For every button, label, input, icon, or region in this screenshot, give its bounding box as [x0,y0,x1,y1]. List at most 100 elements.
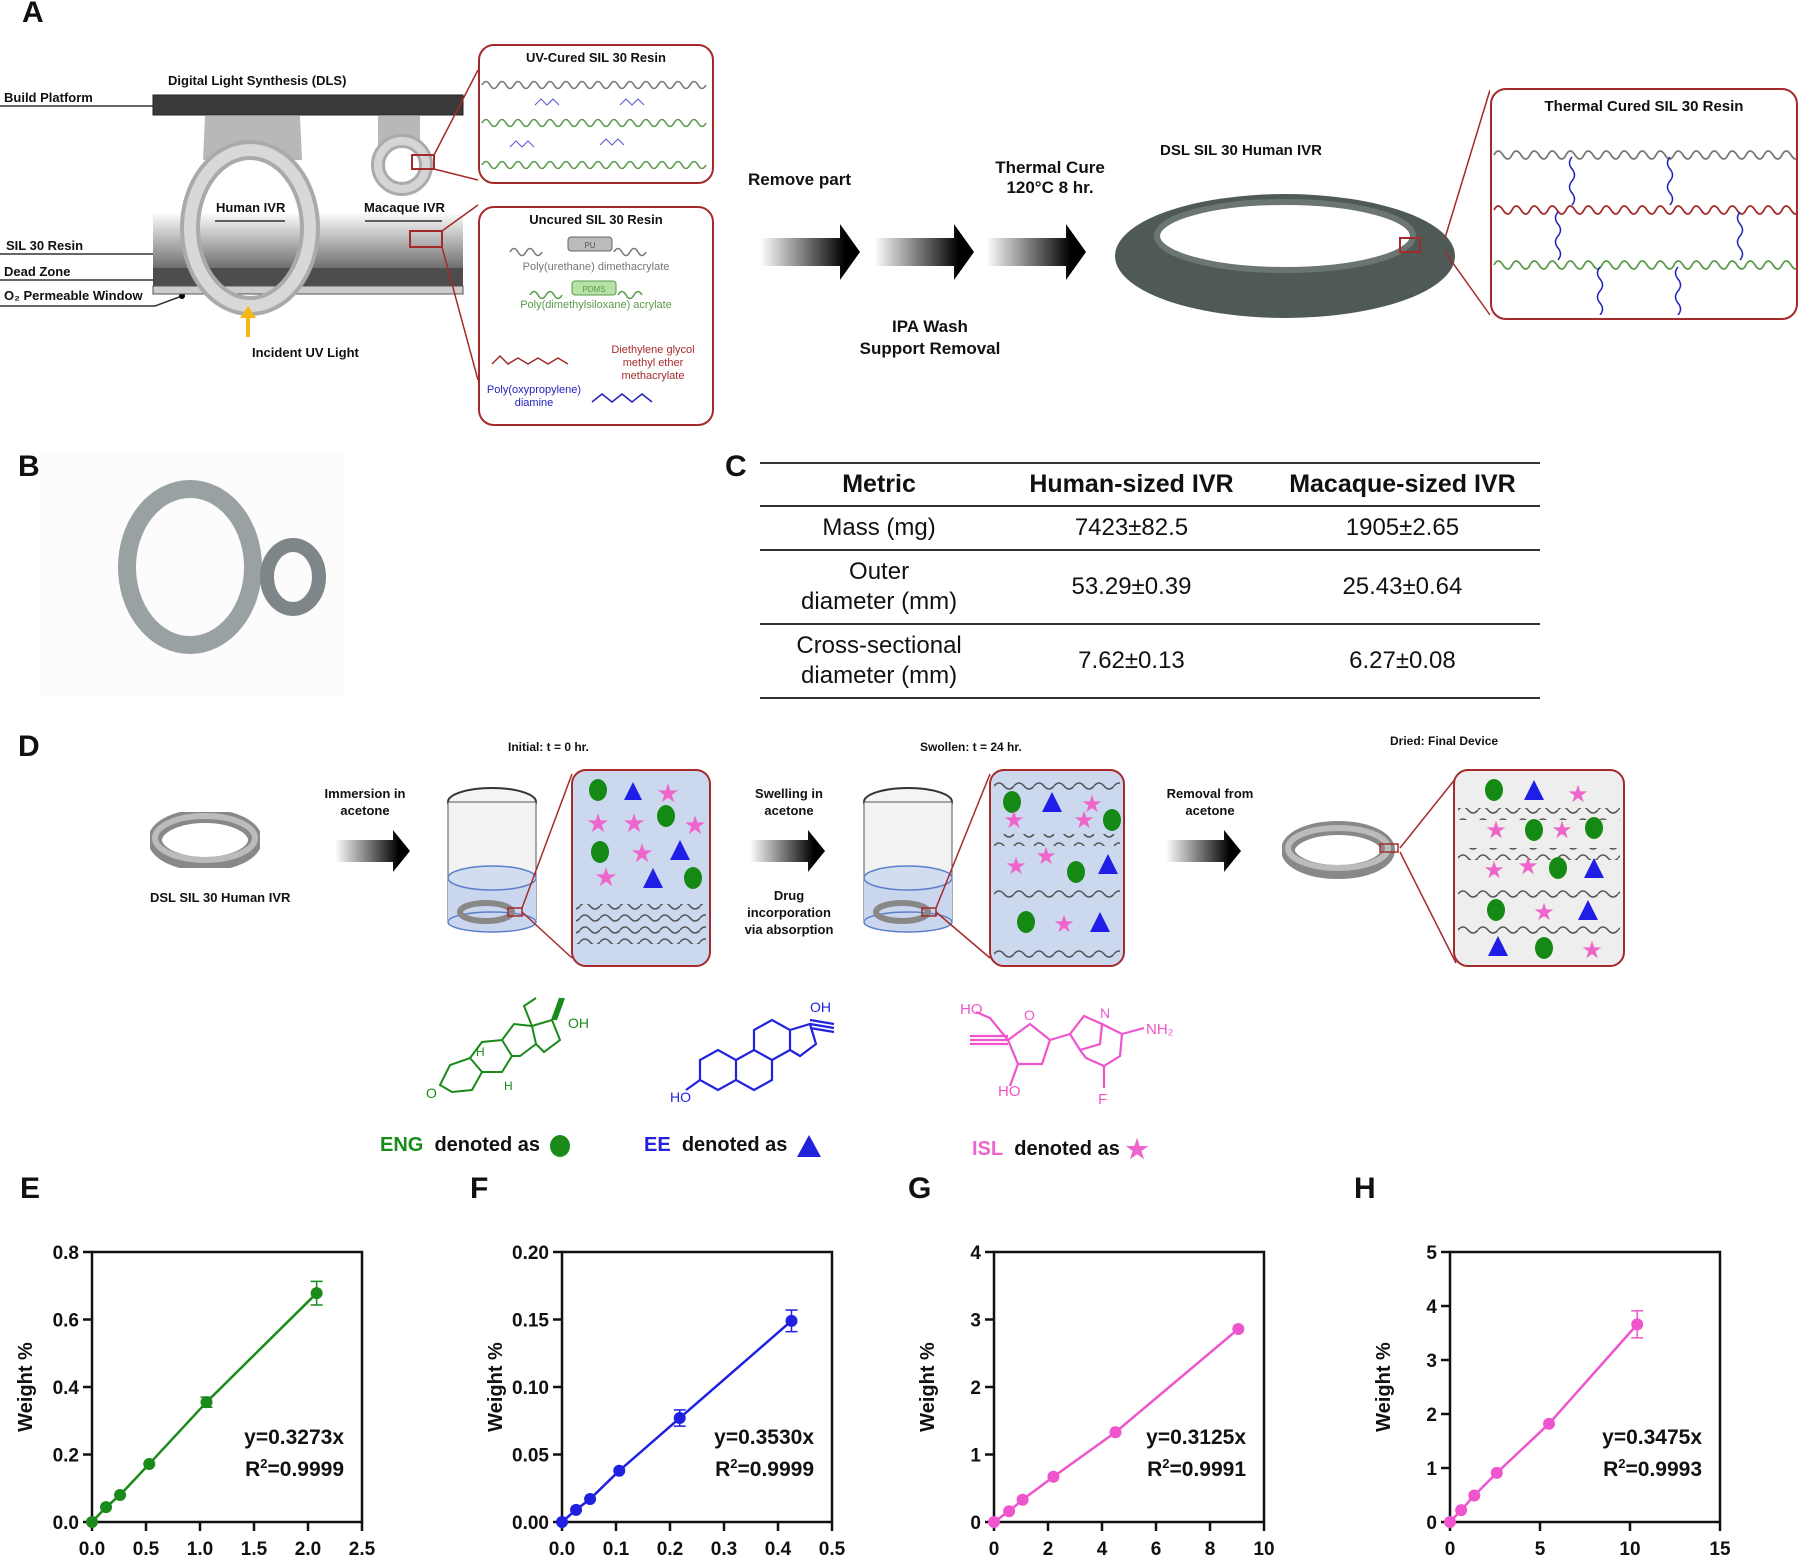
panel-e-label: E [20,1172,41,1205]
x-tick-label: 5 [1535,1539,1546,1560]
table-row: Cross-sectional diameter (mm) 7.62±0.13 … [760,624,1540,699]
data-point [200,1396,213,1409]
data-point [1109,1426,1122,1439]
step-swelling-line2: acetone [764,802,814,818]
y-tick-label: 0.20 [512,1243,549,1264]
svg-text:★: ★ [1003,807,1025,834]
data-point [1631,1318,1644,1331]
data-point [570,1503,583,1516]
x-tick-label: 0.4 [765,1539,792,1560]
cell-macaque: 25.43±0.64 [1264,550,1540,625]
y-tick-label: 0.6 [53,1311,79,1332]
svg-text:★: ★ [1483,857,1505,884]
arrow-icon [986,224,1086,280]
plot-frame [1448,1250,1722,1524]
step-removal: Removal from acetone [1160,786,1260,820]
fit-equation: y=0.3530x [714,1426,814,1449]
chem-ho: HO [998,1083,1021,1100]
x-tick-label: 0.5 [819,1539,846,1560]
chart-g-isl: 012340246810ISL Concentration (mg/mL)Wei… [917,1243,1275,1560]
r-squared: R2=0.9999 [245,1456,344,1481]
arrow-icon [1166,830,1241,872]
svg-text:★: ★ [1567,781,1589,808]
macaque-ivr-label: Macaque IVR [364,200,445,215]
y-tick-label: 0 [1426,1513,1437,1534]
data-point [86,1516,98,1528]
step-swelling: Swelling in acetone [744,786,834,820]
header-metric: Metric [760,462,999,507]
data-point [1003,1505,1016,1518]
ivr-photo-b [40,452,345,697]
x-tick-label: 2.0 [295,1539,321,1560]
panel-g-label: G [908,1172,932,1205]
inset-connector [1444,89,1490,316]
plot-frame [560,1250,834,1524]
y-tick-label: 3 [970,1311,981,1332]
step-drug-incorporation: Drug incorporation via absorption [736,888,842,939]
data-point [988,1516,1000,1528]
thermal-cured-title: Thermal Cured SIL 30 Resin [1544,98,1744,115]
arrow-icon [335,830,410,872]
jar-swollen [863,787,953,933]
uncured-title: Uncured SIL 30 Resin [529,212,663,227]
ring-3d-icon [150,812,260,868]
x-tick-label: 15 [1709,1539,1731,1560]
chart-h-isl: 012345051015ISL Concentration (mg/mL)Wei… [1373,1243,1731,1560]
step-drug-line1: Drug [773,888,805,903]
cell-metric: Outer diameter (mm) [760,550,999,625]
panel-c-label: C [725,450,747,483]
crosslinked-network [1493,150,1796,316]
cell-metric: Mass (mg) [760,506,999,551]
svg-text:★: ★ [1485,817,1507,844]
step-removal-line2: acetone [1185,802,1235,818]
y-tick-label: 0.8 [53,1243,79,1264]
y-tick-label: 0.10 [512,1378,549,1399]
human-ivr-label: Human IVR [216,200,286,215]
data-point [100,1501,113,1514]
r-squared: R2=0.9999 [715,1456,814,1481]
chem-ho: HO [670,1089,691,1105]
x-tick-label: 0.0 [549,1539,575,1560]
x-tick-label: 0.5 [133,1539,160,1560]
table-row: Mass (mg) 7423±82.5 1905±2.65 [760,506,1540,551]
component-diamine: Poly(oxypropylene) diamine [486,384,582,410]
human-ivr-photo [1115,194,1455,318]
data-point [1455,1504,1468,1517]
x-tick-label: 10 [1253,1539,1274,1560]
step-ipa-wash-line1: IPA Wash [892,317,968,336]
fit-equation: y=0.3273x [244,1426,344,1449]
svg-text:★: ★ [656,778,679,808]
dls-title: Digital Light Synthesis (DLS) [168,73,347,88]
triangle-icon [796,1134,821,1157]
y-tick-label: 2 [1426,1405,1437,1426]
pdms-label: PDMS [582,285,605,294]
legend-ee-text: denoted as [681,1134,788,1156]
svg-text:★: ★ [1551,817,1573,844]
cell-metric: Cross-sectional diameter (mm) [760,624,999,699]
pu-label: PU [584,241,595,250]
chem-f: F [1098,1091,1107,1108]
data-point [1047,1470,1060,1483]
legend-isl-text: denoted as [1014,1137,1120,1160]
svg-text:★: ★ [1533,899,1555,926]
o2-window-label: O₂ Permeable Window [4,288,143,303]
ring-3d-final-icon [1282,821,1399,879]
r-squared: R2=0.9993 [1603,1456,1702,1481]
ee-structure: OH HO [670,999,835,1105]
chem-o: O [1024,1007,1035,1023]
x-tick-label: 0.2 [657,1539,683,1560]
uv-cured-title: UV-Cured SIL 30 Resin [526,50,666,65]
chart-f-ee: 0.000.050.100.150.200.00.10.20.30.40.5EE… [485,1243,846,1560]
y-tick-label: 1 [1426,1459,1437,1480]
cell-macaque: 1905±2.65 [1264,506,1540,551]
chem-n: N [1100,1005,1110,1021]
header-macaque: Macaque-sized IVR [1264,462,1540,507]
data-point [143,1457,156,1470]
y-axis-label: Weight % [15,1342,37,1432]
y-tick-label: 0.0 [53,1513,79,1534]
data-point [584,1493,597,1506]
y-tick-label: 0.05 [512,1446,549,1467]
initial-label: Initial: t = 0 hr. [508,740,590,754]
legend-isl: ISL denoted as ★ [972,1134,1149,1165]
incident-uv-label: Incident UV Light [252,345,359,360]
